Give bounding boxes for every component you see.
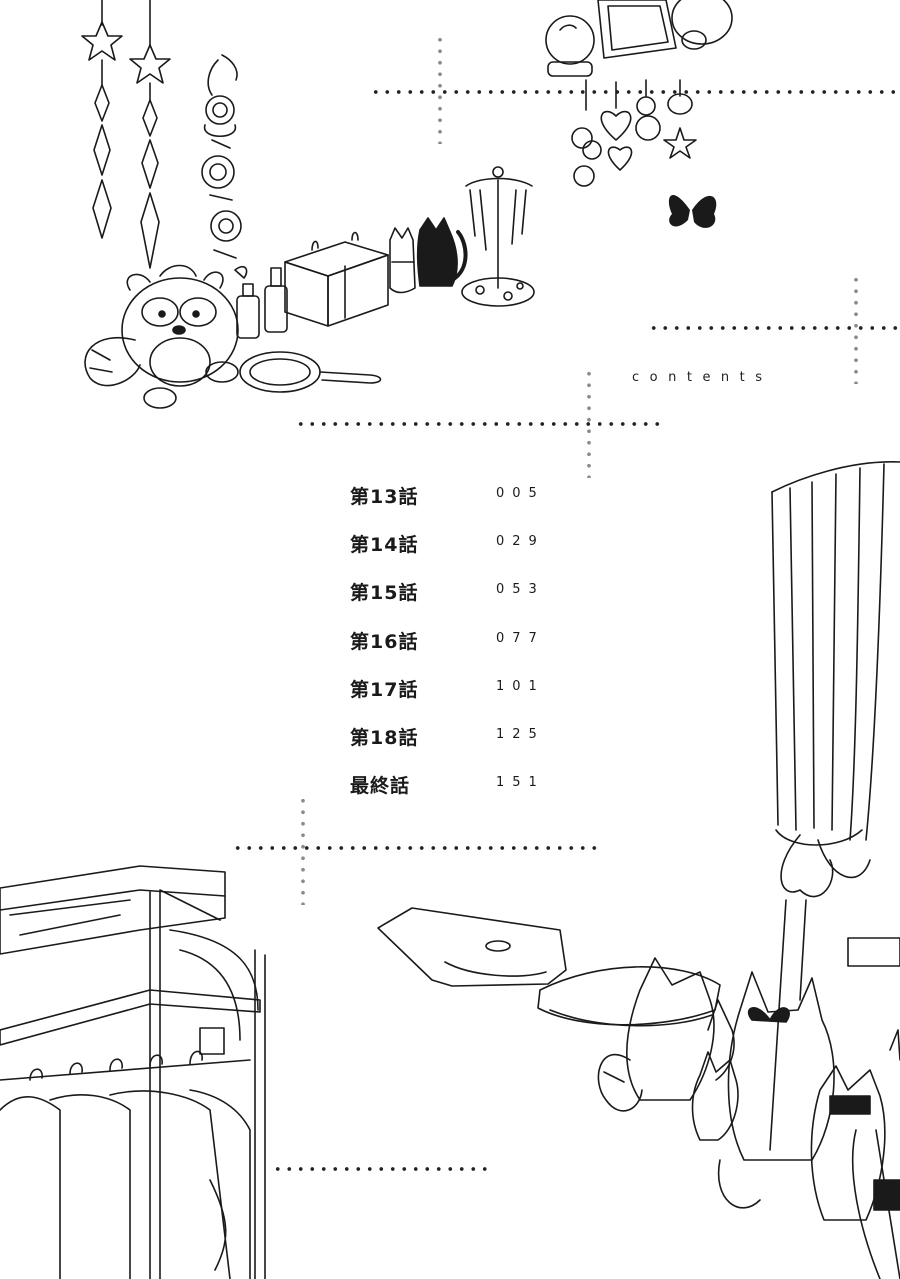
toc-chapter-title: 第17話 — [350, 678, 419, 701]
heart-charms-icon — [571, 79, 697, 187]
table-of-contents: 第13話 005 第14話 029 第15話 053 第16話 077 第17話… — [350, 482, 570, 819]
dotted-line-lower-vertical — [300, 795, 306, 905]
jewelry-stand-icon — [461, 166, 535, 307]
toc-row[interactable]: 第14話 029 — [350, 530, 570, 578]
toc-row[interactable]: 第17話 101 — [350, 675, 570, 723]
toc-row[interactable]: 第18話 125 — [350, 723, 570, 771]
shopping-bag-icon — [377, 907, 567, 987]
dotted-line-mid-vertical — [586, 368, 592, 478]
toc-page-number: 053 — [496, 582, 545, 598]
dotted-line-contents — [648, 325, 898, 331]
star-ornament-icon — [129, 0, 171, 269]
toc-row[interactable]: 最終話 151 — [350, 771, 570, 819]
toc-page-number: 005 — [496, 486, 545, 501]
toc-chapter-title: 第18話 — [350, 726, 419, 749]
toc-page-number: 125 — [496, 726, 545, 742]
dotted-line-contents-vertical — [853, 274, 859, 384]
toc-row[interactable]: 第13話 005 — [350, 482, 570, 530]
toc-page-number: 101 — [496, 678, 545, 694]
dotted-line-top — [370, 89, 895, 95]
fox-plush-icon — [597, 957, 900, 1279]
dotted-line-lower — [232, 845, 602, 851]
toc-page-number: 029 — [496, 534, 545, 550]
cat-figurine-icon — [389, 217, 468, 294]
crystal-ball-icon — [545, 15, 595, 77]
toc-chapter-title: 第16話 — [350, 630, 419, 653]
dotted-line-mid — [295, 421, 665, 427]
picture-frame-icon — [597, 0, 677, 59]
toc-page-number: 151 — [496, 775, 545, 791]
clothes-rack-icon — [0, 865, 266, 1279]
butterfly-icon — [668, 194, 717, 228]
curtain-icon — [769, 461, 900, 1151]
toc-chapter-title: 最終話 — [350, 775, 411, 798]
teddy-bear-icon — [671, 0, 733, 50]
dotted-line-top-vertical — [437, 34, 443, 144]
rose-vine-icon — [201, 54, 248, 279]
jewelry-box-icon — [284, 231, 389, 327]
hand-mirror-icon — [239, 351, 382, 393]
toc-chapter-title: 第13話 — [350, 486, 419, 508]
toc-row[interactable]: 第16話 077 — [350, 627, 570, 675]
contents-heading: contents — [632, 370, 773, 385]
toc-page-number: 077 — [496, 630, 545, 646]
toc-chapter-title: 第14話 — [350, 534, 419, 557]
toc-chapter-title: 第15話 — [350, 582, 419, 605]
star-ornament-icon — [81, 0, 123, 239]
toc-row[interactable]: 第15話 053 — [350, 578, 570, 626]
tanuki-plush-icon — [84, 264, 239, 409]
dotted-line-bottom — [272, 1166, 487, 1172]
perfume-bottle-icon — [236, 267, 288, 339]
